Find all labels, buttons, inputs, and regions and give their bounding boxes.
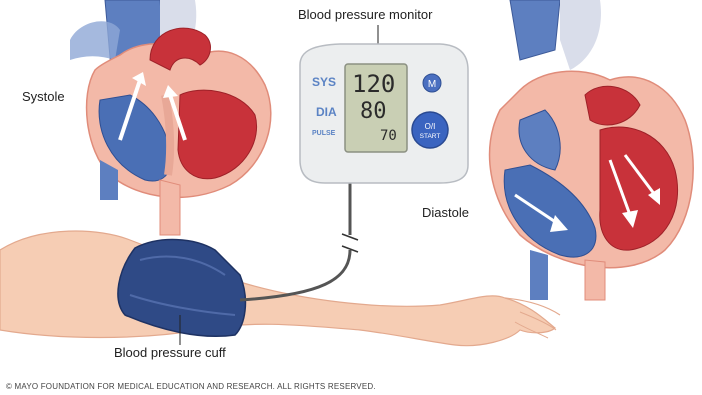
diastole-label: Diastole	[422, 205, 469, 220]
dia-value: 80	[360, 99, 387, 124]
pulse-value: 70	[380, 128, 397, 144]
memory-button-label: M	[428, 79, 436, 90]
sys-label: SYS	[312, 75, 336, 89]
monitor-label: Blood pressure monitor	[298, 7, 432, 22]
sys-value: 120	[352, 70, 395, 98]
pulse-label: PULSE	[312, 130, 336, 137]
start-button-line2: START	[420, 133, 441, 140]
cuff-label: Blood pressure cuff	[114, 345, 226, 360]
dia-label: DIA	[316, 105, 337, 119]
copyright-notice: © MAYO FOUNDATION FOR MEDICAL EDUCATION …	[6, 382, 376, 391]
systole-label: Systole	[22, 89, 65, 104]
start-button-line1: O/I	[425, 122, 436, 131]
